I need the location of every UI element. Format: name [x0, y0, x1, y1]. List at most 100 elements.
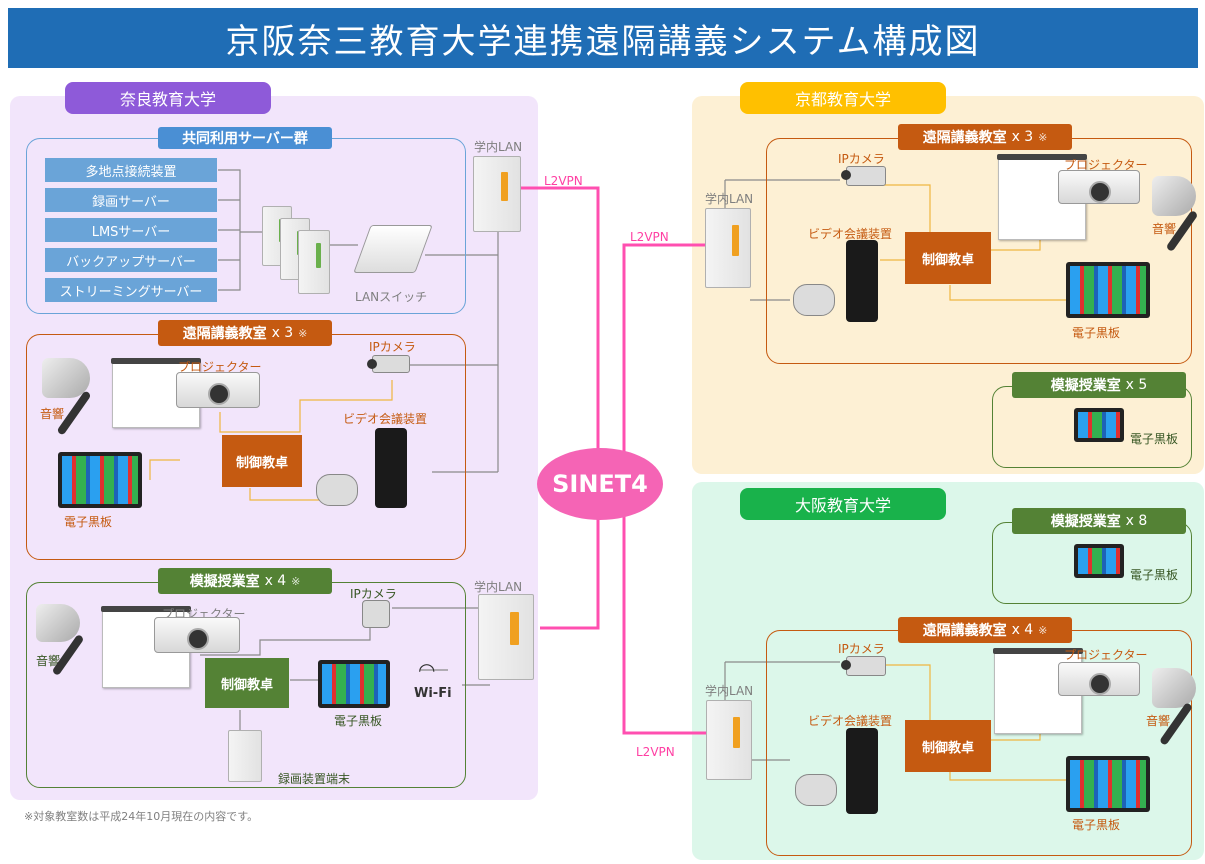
nara-lan-label: 学内LAN: [474, 140, 523, 154]
header-count: x 4: [1011, 622, 1034, 638]
header-mark: ※: [1038, 130, 1048, 144]
lan-server-icon: [706, 700, 752, 780]
nara-lan2-label: 学内LAN: [474, 580, 523, 594]
video-conf-unit-icon: [846, 728, 878, 814]
kyoto-remote-room-header: 遠隔講義教室 x 3 ※: [898, 124, 1072, 150]
header-mark: ※: [1038, 623, 1048, 637]
speaker-icon: [36, 604, 80, 642]
control-desk: 制御教卓: [905, 232, 991, 284]
speaker-icon: [1152, 176, 1196, 216]
video-conf-label: ビデオ会議装置: [808, 714, 893, 728]
ip-camera-label: IPカメラ: [838, 642, 885, 656]
header-count: x 4: [264, 573, 287, 589]
projector-label: プロジェクター: [1064, 648, 1148, 662]
lan-switch-label: LANスイッチ: [355, 290, 428, 304]
footnote: ※対象教室数は平成24年10月現在の内容です。: [24, 810, 259, 823]
nara-l2vpn-link: [520, 186, 600, 462]
speaker-label: 音響: [1146, 714, 1171, 728]
ip-camera-icon: [367, 355, 410, 373]
speaker-label: 音響: [36, 654, 61, 668]
projector-icon: [1058, 170, 1140, 204]
projector-label: プロジェクター: [178, 360, 262, 374]
dome-camera-icon: [362, 600, 390, 628]
ptz-camera-icon: [793, 284, 835, 316]
header-text: 遠隔講義教室: [922, 130, 1007, 146]
electronic-whiteboard-icon: [58, 452, 142, 508]
electronic-whiteboard-icon: [1074, 408, 1124, 442]
nara-mock-room-header: 模擬授業室 x 4 ※: [158, 568, 332, 594]
l2vpn-label: L2VPN: [544, 174, 583, 188]
l2vpn-links: [520, 186, 712, 735]
header-text: 模擬授業室: [1050, 378, 1121, 394]
osaka-remote-room-header: 遠隔講義教室 x 4 ※: [898, 617, 1072, 643]
speaker-label: 音響: [1152, 222, 1177, 236]
whiteboard-label: 電子黒板: [1130, 568, 1179, 582]
control-desk: 制御教卓: [222, 435, 302, 487]
ip-camera-label: IPカメラ: [369, 340, 416, 354]
whiteboard-label: 電子黒板: [334, 714, 383, 728]
header-count: x 5: [1125, 377, 1148, 393]
lan-server-icon: [473, 156, 521, 232]
lan-server-icon: [478, 594, 534, 680]
video-conf-unit-icon: [846, 240, 878, 322]
header-mark: ※: [298, 326, 308, 340]
nara-mock-link: [540, 505, 600, 630]
speaker-label: 音響: [40, 407, 65, 421]
sinet4-hub: SINET4: [537, 448, 663, 520]
osaka-lan-label: 学内LAN: [705, 684, 754, 698]
server-item-mcu: 多地点接続装置: [45, 158, 217, 182]
mock-lines: [200, 620, 448, 735]
l2vpn-label: L2VPN: [636, 745, 675, 759]
nara-tab: 奈良教育大学: [65, 82, 271, 114]
ip-camera-icon: [841, 166, 886, 186]
control-desk: 制御教卓: [905, 720, 991, 772]
server-group-header: 共同利用サーバー群: [158, 127, 332, 149]
lan-lines: [218, 169, 840, 761]
speaker-icon: [1152, 668, 1196, 708]
electronic-whiteboard-icon: [318, 660, 390, 708]
kyoto-tab: 京都教育大学: [740, 82, 946, 114]
header-count: x 3: [1011, 129, 1034, 145]
page-title: 京阪奈三教育大学連携遠隔講義システム構成図: [8, 8, 1198, 68]
ptz-camera-icon: [795, 774, 837, 806]
speaker-icon: [42, 358, 90, 398]
header-text: 模擬授業室: [1050, 514, 1121, 530]
header-text: 遠隔講義教室: [182, 326, 267, 342]
kyoto-mock-room-header: 模擬授業室 x 5: [1012, 372, 1186, 398]
osaka-tab: 大阪教育大学: [740, 488, 946, 520]
video-conf-unit-icon: [375, 428, 407, 508]
recorder-label: 録画装置端末: [278, 772, 351, 786]
ip-camera-icon: [841, 656, 886, 676]
video-conf-label: ビデオ会議装置: [808, 227, 893, 241]
electronic-whiteboard-icon: [1074, 544, 1124, 578]
nara-remote-room-header: 遠隔講義教室 x 3 ※: [158, 320, 332, 346]
ptz-camera-icon: [316, 474, 358, 506]
whiteboard-label: 電子黒板: [1130, 432, 1179, 446]
electronic-whiteboard-icon: [1066, 756, 1150, 812]
wifi-icon: ◠: [418, 658, 436, 682]
electronic-whiteboard-icon: [1066, 262, 1150, 318]
server-item-lms: LMSサーバー: [45, 218, 217, 242]
header-mark: ※: [291, 574, 301, 588]
l2vpn-label: L2VPN: [630, 230, 669, 244]
whiteboard-label: 電子黒板: [1072, 326, 1121, 340]
projector-icon: [154, 617, 240, 653]
header-count: x 8: [1125, 513, 1148, 529]
video-conf-label: ビデオ会議装置: [343, 412, 428, 426]
kyoto-l2vpn-link: [622, 243, 706, 462]
kyoto-lan-label: 学内LAN: [705, 192, 754, 206]
ip-camera-label: IPカメラ: [838, 152, 885, 166]
wifi-label: Wi-Fi: [414, 686, 452, 701]
whiteboard-label: 電子黒板: [64, 515, 113, 529]
osaka-l2vpn-link: [622, 505, 712, 735]
projector-label: プロジェクター: [1064, 158, 1148, 172]
recorder-pc-icon: [228, 730, 262, 782]
header-count: x 3: [271, 325, 294, 341]
server-rack-icon: [298, 230, 330, 294]
projector-icon: [176, 372, 260, 408]
ip-camera-label: IPカメラ: [350, 587, 397, 601]
osaka-mock-room-header: 模擬授業室 x 8: [1012, 508, 1186, 534]
header-text: 遠隔講義教室: [922, 623, 1007, 639]
lan-server-icon: [705, 208, 751, 288]
